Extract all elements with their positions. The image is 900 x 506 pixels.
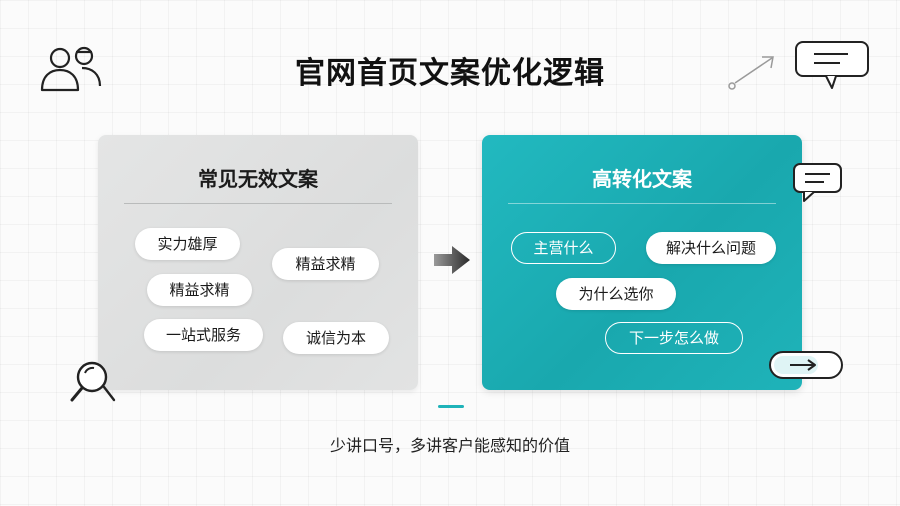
- subtitle: 少讲口号，多讲客户能感知的价值: [329, 436, 570, 455]
- tag-excellence-left: 精益求精: [147, 274, 252, 306]
- tag-strength: 实力雄厚: [135, 228, 240, 260]
- high-conversion-panel: 高转化文案 主营什么 解决什么问题 为什么选你 下一步怎么做: [482, 135, 802, 390]
- users-icon: [40, 46, 102, 92]
- tag-next-step: 下一步怎么做: [605, 322, 743, 354]
- invalid-copy-panel: 常见无效文案 实力雄厚 精益求精 精益求精 一站式服务 诚信为本: [98, 135, 418, 390]
- arrow-right-icon: [434, 246, 470, 274]
- tag-one-stop-service: 一站式服务: [144, 319, 263, 351]
- divider: [124, 203, 392, 204]
- tag-excellence-right: 精益求精: [272, 248, 379, 280]
- chat-bubble-icon: [793, 163, 842, 202]
- tag-integrity: 诚信为本: [283, 322, 389, 354]
- tag-main-business: 主营什么: [511, 232, 616, 264]
- trend-arrow-icon: [728, 56, 774, 90]
- tag-what-problem: 解决什么问题: [646, 232, 776, 264]
- divider: [508, 203, 776, 204]
- chat-bubble-icon: [795, 41, 869, 89]
- toggle-button-icon: [769, 351, 843, 379]
- page-title: 官网首页文案优化逻辑: [295, 56, 605, 91]
- high-conversion-title: 高转化文案: [592, 167, 692, 191]
- accent-line: [438, 405, 464, 408]
- tag-why-you: 为什么选你: [556, 278, 676, 310]
- invalid-copy-title: 常见无效文案: [198, 167, 318, 191]
- magnifier-icon: [70, 361, 116, 402]
